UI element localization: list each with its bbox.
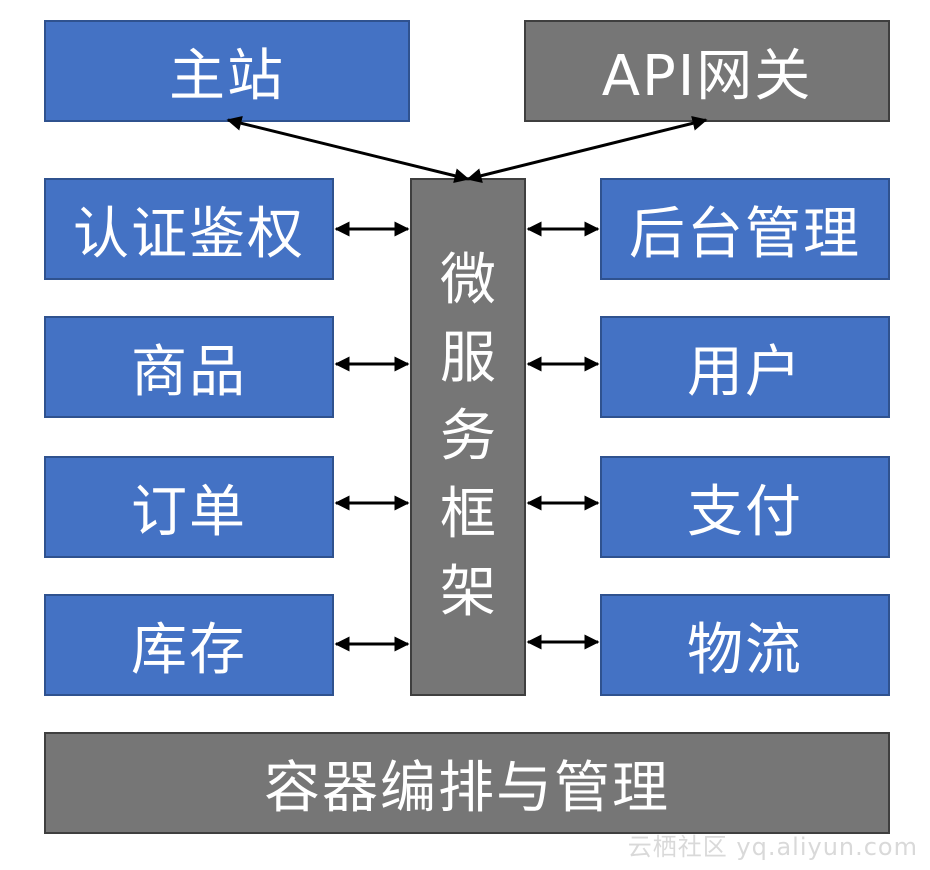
main-site-label: 主站: [169, 43, 285, 109]
arrow-main-site-framework: [226, 115, 470, 184]
order-service-box: 订单: [44, 456, 334, 558]
inventory-service-box: 库存: [44, 594, 334, 696]
product-service-box: 商品: [44, 316, 334, 418]
framework-char: 框: [440, 482, 496, 547]
logistics-service-box: 物流: [600, 594, 890, 696]
arrow-api-gateway-framework: [466, 115, 708, 184]
inventory-service-label: 库存: [131, 617, 247, 683]
auth-service-box: 认证鉴权: [44, 178, 334, 280]
user-service-box: 用户: [600, 316, 890, 418]
framework-char: 微: [440, 248, 496, 313]
product-service-label: 商品: [131, 339, 247, 405]
payment-service-label: 支付: [687, 479, 803, 545]
framework-char: 务: [440, 404, 496, 469]
container-orchestration-box: 容器编排与管理: [44, 732, 890, 834]
admin-service-box: 后台管理: [600, 178, 890, 280]
container-orchestration-label: 容器编排与管理: [264, 755, 670, 821]
api-gateway-label: API网关: [601, 43, 813, 109]
payment-service-box: 支付: [600, 456, 890, 558]
auth-service-label: 认证鉴权: [73, 201, 305, 267]
main-site-box: 主站: [44, 20, 410, 122]
framework-char: 服: [440, 326, 496, 391]
user-service-label: 用户: [687, 339, 803, 405]
order-service-label: 订单: [131, 479, 247, 545]
watermark: 云栖社区 yq.aliyun.com: [627, 833, 918, 861]
admin-service-label: 后台管理: [629, 201, 861, 267]
framework-char: 架: [440, 560, 496, 625]
microservice-framework-box: 微 服 务 框 架: [410, 178, 526, 696]
logistics-service-label: 物流: [687, 617, 803, 683]
